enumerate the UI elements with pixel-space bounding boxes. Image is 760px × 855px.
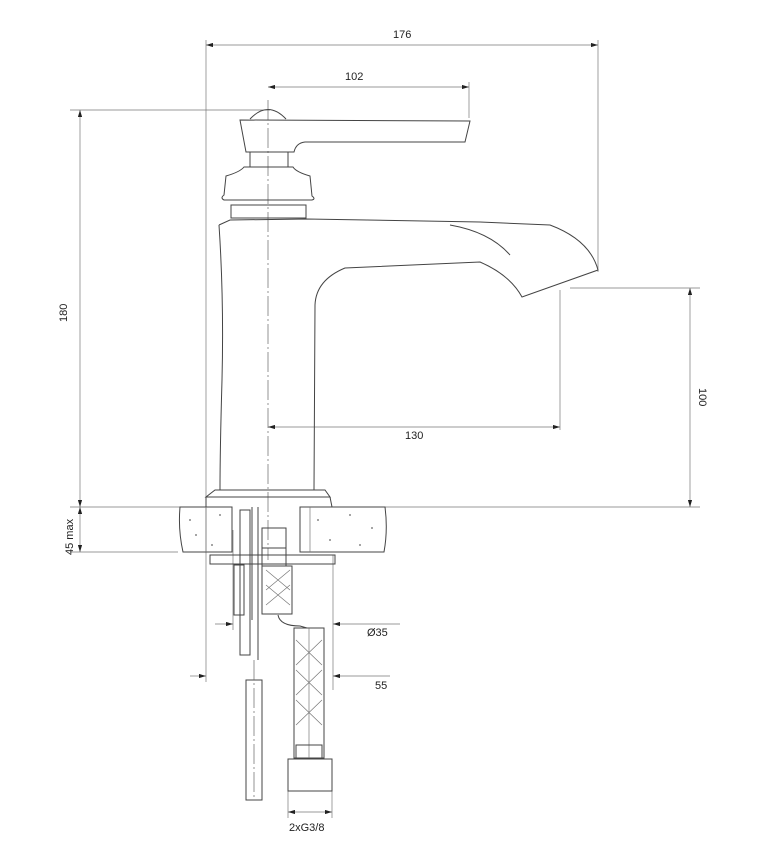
dim-counter-thickness: 45 max	[64, 518, 76, 555]
dim-spout-height: 100	[696, 388, 708, 407]
dim-total-width: 176	[393, 29, 412, 41]
dim-handle-length: 102	[345, 71, 364, 83]
dim-connection: 2xG3/8	[289, 822, 325, 834]
dim-base-diameter: 55	[375, 680, 388, 692]
mounting-hardware	[209, 507, 336, 801]
dim-hole-diameter: Ø35	[367, 627, 388, 639]
dim-spout-reach: 130	[405, 430, 424, 442]
faucet-body	[204, 109, 599, 508]
dimension-lines	[70, 40, 700, 818]
dim-total-height: 180	[58, 303, 70, 322]
countertop	[178, 506, 387, 553]
